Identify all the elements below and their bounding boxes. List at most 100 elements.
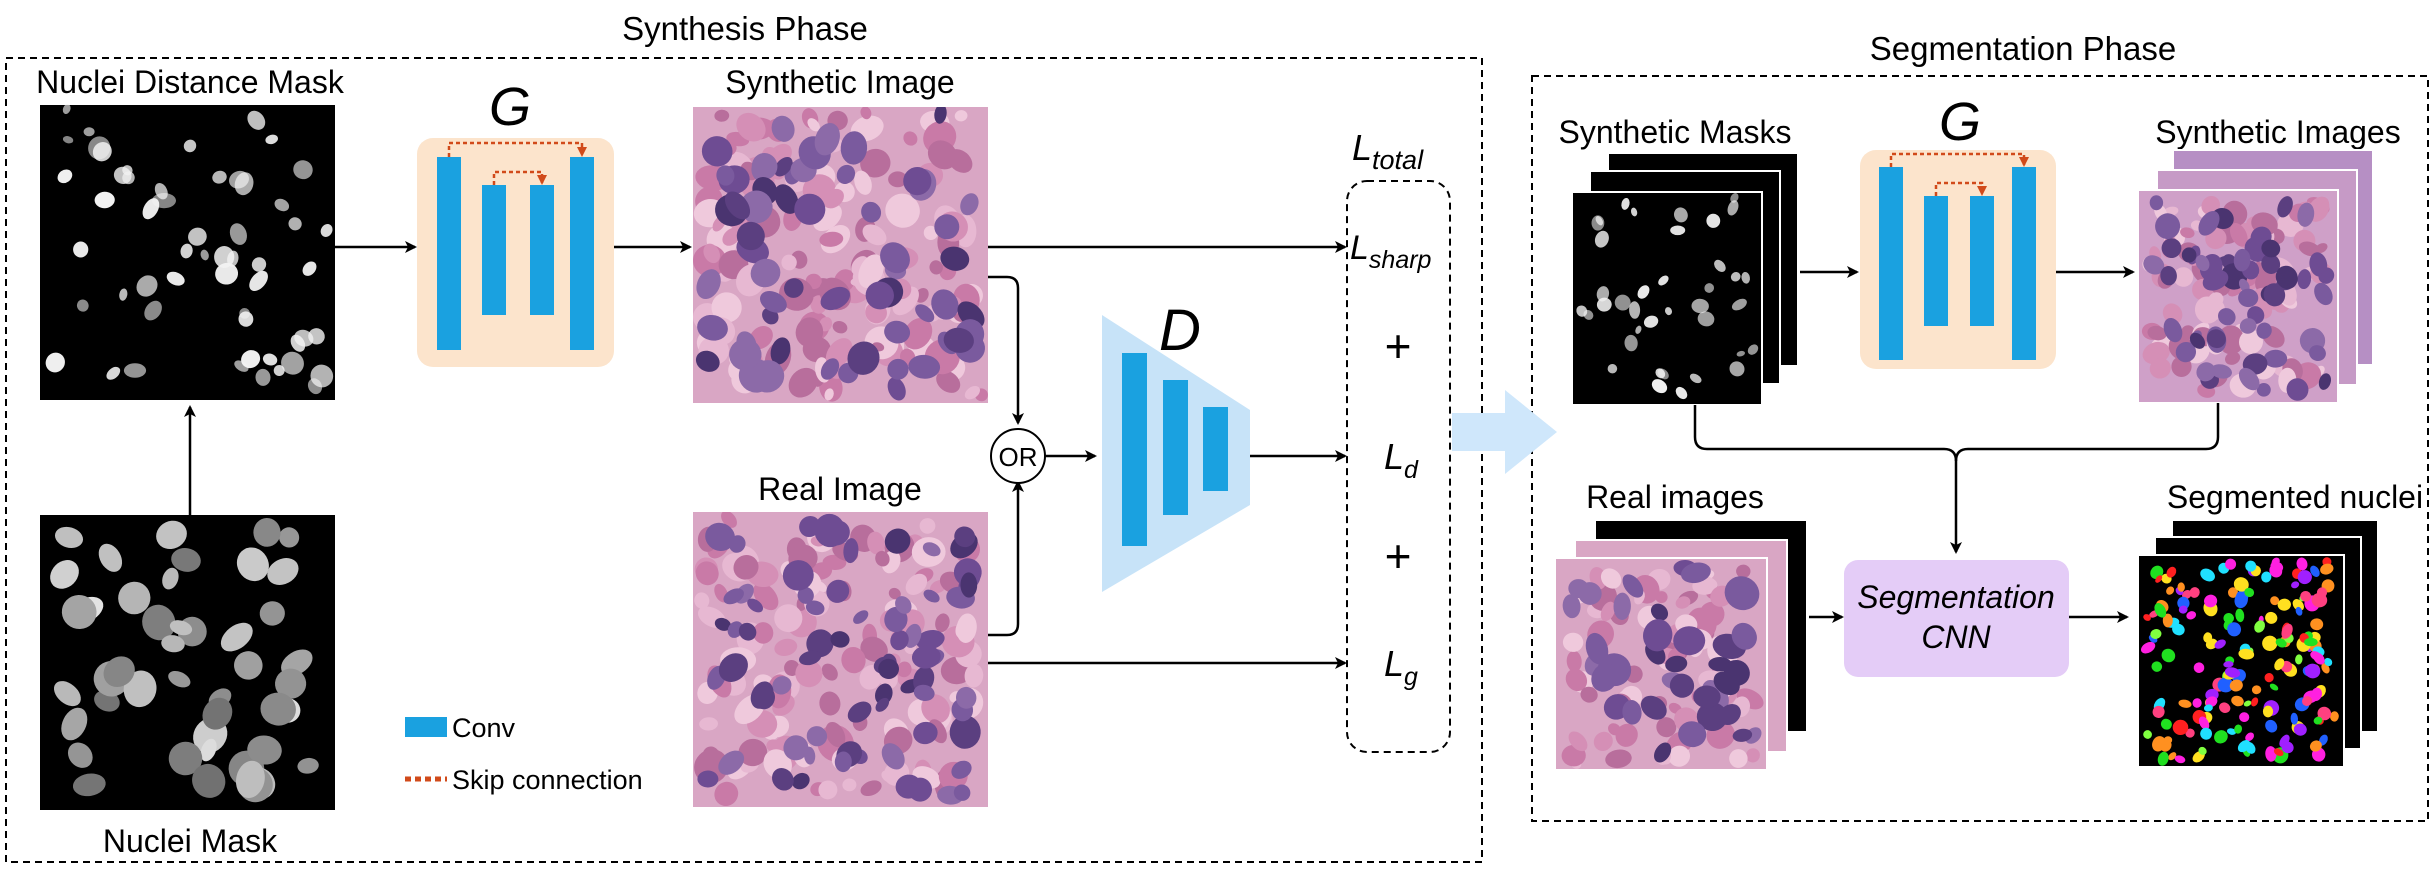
- nucleus-blob: [923, 225, 938, 241]
- nucleus-blob: [2291, 581, 2300, 589]
- nucleus-blob: [903, 131, 918, 146]
- nucleus-blob: [824, 388, 834, 401]
- nucleus-blob: [2311, 687, 2322, 701]
- nucleus-blob: [2238, 648, 2255, 660]
- nucleus-blob: [2150, 629, 2162, 639]
- nucleus-blob: [1600, 601, 1616, 622]
- nucleus-blob: [1566, 650, 1582, 672]
- nucleus-blob: [156, 520, 187, 550]
- nucleus-blob: [2233, 577, 2249, 592]
- nuclei-mask-label: Nuclei Mask: [103, 823, 278, 859]
- nucleus-blob: [1697, 311, 1715, 327]
- nucleus-blob: [2229, 679, 2243, 692]
- segmentation-cnn-box: [1844, 560, 2069, 677]
- nucleus-blob: [67, 742, 93, 768]
- nucleus-blob: [1596, 286, 1610, 302]
- nucleus-blob: [824, 520, 850, 546]
- nucleus-blob: [834, 751, 852, 773]
- nucleus-blob: [2152, 705, 2165, 718]
- nucleus-blob: [714, 109, 730, 122]
- nucleus-blob: [61, 594, 97, 630]
- nucleus-blob: [2143, 255, 2165, 275]
- nucleus-blob: [2223, 612, 2234, 624]
- nucleus-blob: [718, 750, 745, 775]
- nucleus-blob: [2152, 736, 2166, 752]
- nucleus-blob: [888, 171, 908, 188]
- seg-generator-label: G: [1939, 92, 1981, 152]
- nucleus-blob: [229, 223, 247, 245]
- seg-generator-skip-inner: [1934, 181, 1987, 196]
- nucleus-blob: [888, 587, 901, 600]
- nucleus-blob: [774, 604, 803, 633]
- nucleus-blob: [782, 560, 814, 591]
- nucleus-blob: [1723, 659, 1750, 686]
- nucleus-blob: [273, 365, 285, 376]
- nucleus-blob: [934, 214, 960, 240]
- nucleus-blob: [200, 249, 209, 261]
- nucleus-blob: [1568, 731, 1588, 752]
- nucleus-blob: [1643, 619, 1673, 652]
- nucleus-blob: [238, 311, 254, 327]
- generator-skip-outer: [447, 141, 587, 157]
- nucleus-blob: [2263, 283, 2286, 307]
- nucleus-blob: [227, 250, 239, 267]
- nucleus-blob: [934, 107, 947, 124]
- synthesis-phase-frame: [5, 57, 1483, 863]
- nucleus-blob: [2277, 196, 2293, 218]
- nucleus-blob: [235, 760, 265, 799]
- nucleus-blob: [2154, 603, 2167, 618]
- nucleus-blob: [2163, 317, 2183, 343]
- nucleus-blob: [1729, 361, 1745, 377]
- nucleus-blob: [1680, 562, 1711, 584]
- nucleus-blob: [1654, 742, 1672, 763]
- nucleus-blob: [2149, 195, 2164, 211]
- loss-plus-1: +: [1385, 320, 1412, 372]
- nucleus-blob: [699, 717, 718, 731]
- nucleus-blob: [297, 757, 319, 774]
- nucleus-blob: [307, 378, 323, 395]
- nucleus-blob: [2245, 560, 2257, 572]
- nucleus-blob: [2262, 635, 2278, 651]
- nucleus-blob: [747, 598, 763, 613]
- nucleus-blob: [2265, 746, 2277, 762]
- nucleus-blob: [2140, 641, 2156, 654]
- nucleus-blob: [903, 167, 932, 196]
- nucleus-blob: [1591, 663, 1619, 692]
- nucleus-blob: [736, 112, 766, 142]
- nucleus-blob: [45, 352, 65, 373]
- nucleus-blob: [1724, 576, 1760, 611]
- nucleus-blob: [169, 620, 193, 636]
- nucleus-blob: [774, 638, 798, 657]
- nucleus-blob: [1689, 373, 1702, 384]
- nucleus-blob: [2157, 751, 2169, 766]
- nucleus-blob: [1657, 368, 1669, 380]
- nucleus-blob: [860, 636, 888, 662]
- nucleus-blob: [2166, 566, 2177, 578]
- nucleus-blob: [887, 377, 906, 401]
- nucleus-blob: [770, 337, 791, 365]
- nucleus-blob: [103, 656, 135, 688]
- nucleus-blob: [832, 321, 848, 334]
- nucleus-blob: [847, 341, 880, 375]
- real-images-texture: [1561, 559, 1764, 769]
- nucleus-blob: [98, 543, 123, 572]
- seg-generator-conv-1: [1879, 167, 1903, 360]
- seg-generator-conv-2: [1924, 196, 1948, 326]
- nucleus-blob: [807, 118, 820, 132]
- nucleus-blob: [320, 224, 333, 237]
- nucleus-blob: [753, 622, 774, 644]
- discriminator-label: D: [1159, 298, 1201, 363]
- nucleus-blob: [825, 721, 846, 748]
- nucleus-blob: [792, 772, 810, 790]
- nucleus-blob: [722, 227, 741, 246]
- nucleus-blob: [935, 613, 950, 633]
- nucleus-blob: [711, 292, 742, 323]
- nucleus-blob: [2206, 329, 2226, 349]
- nucleus-blob: [1678, 721, 1707, 748]
- nucleus-blob: [2155, 213, 2181, 240]
- nucleus-blob: [1643, 315, 1659, 328]
- nucleus-blob: [2160, 718, 2172, 730]
- nucleus-blob: [2227, 622, 2242, 637]
- generator-conv-2: [482, 185, 506, 315]
- nucleus-blob: [229, 170, 249, 189]
